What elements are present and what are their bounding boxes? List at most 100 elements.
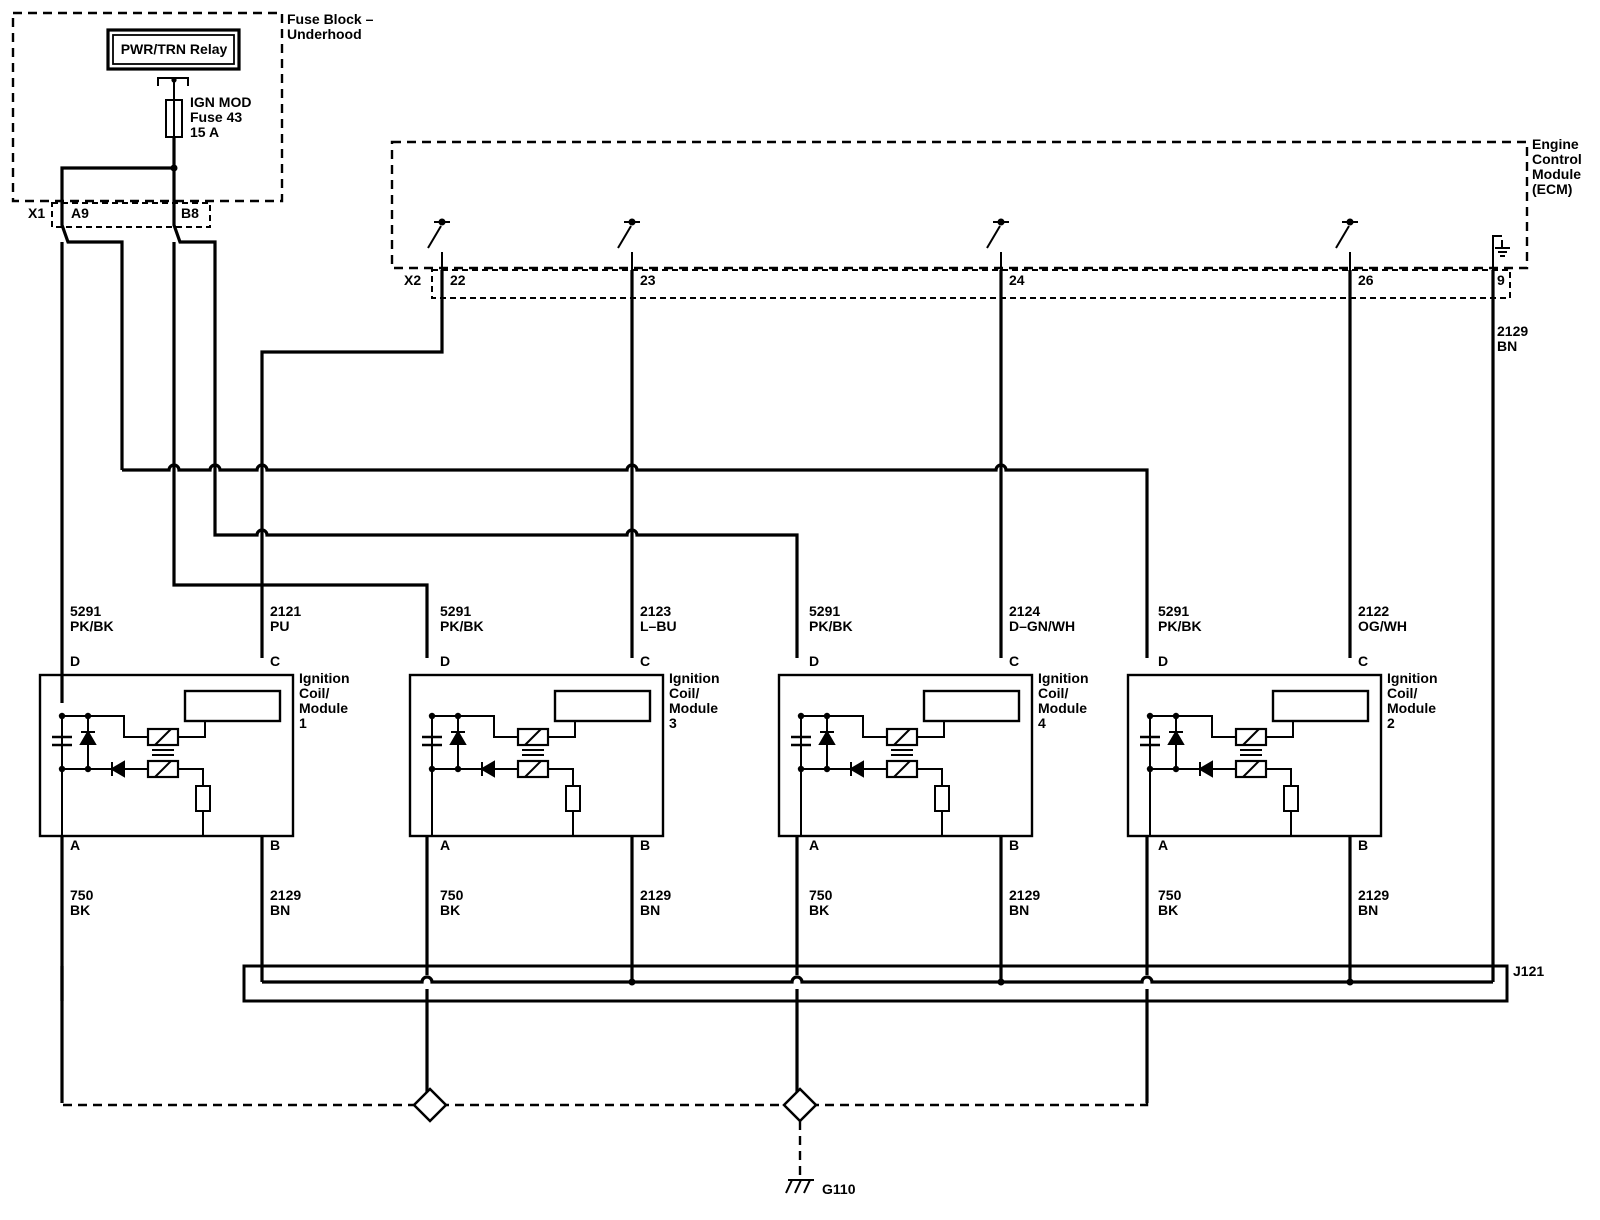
coil-b-wire-number: 2129 [1358,887,1389,903]
coil-internal-wire [548,721,576,738]
coil-number: 3 [669,715,677,731]
coil-c-wire-color: D–GN/WH [1009,618,1075,634]
junction-dot [823,712,831,720]
winding-hatch [893,760,911,778]
core-icon [891,749,913,756]
coil-driver-box [922,689,1021,723]
x2-pin-24: 24 [1009,272,1025,288]
ecm-ground-wire-color: BN [1497,338,1517,354]
coil-pin-d: D [809,653,819,669]
coil-module-body [777,673,1034,838]
capacitor-icon [791,735,811,747]
coil-pin-b: B [1009,837,1019,853]
ecm-driver-switch-22 [427,218,450,270]
diode-icon [818,716,836,769]
winding-hatch [893,728,911,746]
coil-title-line1: Ignition [1387,670,1438,686]
junction-dot [797,712,805,720]
splice-j121: J121 [60,963,1544,1003]
coil-a-wire-number: 750 [1158,887,1182,903]
winding-hatch [154,760,172,778]
junction-dot [58,765,66,773]
ecm-title-line3: Module [1532,166,1581,182]
coil-number: 2 [1387,715,1395,731]
winding-hatch [154,728,172,746]
coil-d-wire-color: PK/BK [1158,618,1202,634]
coil-a-wire-number: 750 [809,887,833,903]
fuse-label-line2: Fuse 43 [190,109,242,125]
ground-diamond-1 [412,1087,448,1123]
coil-d-wire-color: PK/BK [440,618,484,634]
winding-hatch [524,728,542,746]
coil-pin-d: D [70,653,80,669]
coil-internal-wire [548,768,574,786]
coil-b-wire-number: 2129 [1009,887,1040,903]
coil-title-line3: Module [669,700,718,716]
coil-b-wire-color: BN [640,902,660,918]
ground-network: G110 [60,1001,1149,1197]
coil-pin-b: B [640,837,650,853]
coil-c-wire-number: 2124 [1009,603,1040,619]
x1-connector-boundary [51,202,211,228]
resistor-icon [565,785,581,812]
coil-c-wire-number: 2122 [1358,603,1389,619]
coil-title-line3: Module [299,700,348,716]
ecm-boundary [390,140,1529,270]
coil-a-wire-number: 750 [70,887,94,903]
diode-icon [849,760,864,778]
coil-title-line1: Ignition [1038,670,1089,686]
core-icon [522,749,544,756]
diode-icon [480,760,495,778]
splice-label: J121 [1513,963,1544,979]
fuse-block-title-line2: Underhood [287,26,362,42]
resistor-icon [1283,785,1299,812]
junction-dot [58,712,66,720]
coil-d-wire-color: PK/BK [70,618,114,634]
capacitor-icon [1140,735,1160,747]
core-icon [1240,749,1262,756]
coil-number: 4 [1038,715,1046,731]
ecm-title-line4: (ECM) [1532,181,1572,197]
junction-dot [1146,765,1154,773]
capacitor-icon [422,735,442,747]
coil-a-wire-color: BK [440,902,460,918]
coil-title-line3: Module [1038,700,1087,716]
coil-internal-wire [1150,715,1236,738]
winding-hatch [524,760,542,778]
x2-pin-26: 26 [1358,272,1374,288]
coil-internal-wire [62,715,148,738]
coil-internal-wire [1266,721,1294,738]
relay-box-inner [112,34,235,65]
ecm: Engine Control Module (ECM) X2 22 23 24 … [390,136,1582,354]
fuse-block-title-line1: Fuse Block – [287,11,374,27]
coil-c-wire-color: PU [270,618,289,634]
coil-internal-wire [1266,768,1292,786]
winding-hatch [1242,760,1260,778]
coil-a-wire-number: 750 [440,887,464,903]
coil-d-wire-number: 5291 [1158,603,1189,619]
coil-pin-c: C [1009,653,1019,669]
coil-title-line2: Coil/ [299,685,329,701]
diode-icon [1198,760,1213,778]
coil-internal-wire [801,715,887,738]
coil-internal-wire [432,715,518,738]
relay-label: PWR/TRN Relay [121,41,228,57]
coil-c-wire-color: L–BU [640,618,677,634]
coil-title-line2: Coil/ [1038,685,1068,701]
junction-dot [454,712,462,720]
junction-dot [84,765,92,773]
x1-pin-a9: A9 [71,205,89,221]
coil-a-wire-color: BK [809,902,829,918]
coil-module-body [38,673,295,838]
coil-internal-wire [917,721,945,738]
coil-pin-c: C [640,653,650,669]
coil-driver-box [553,689,652,723]
x1-pin-b8: B8 [181,205,199,221]
coil-pin-d: D [440,653,450,669]
coil-c-wire-color: OG/WH [1358,618,1407,634]
